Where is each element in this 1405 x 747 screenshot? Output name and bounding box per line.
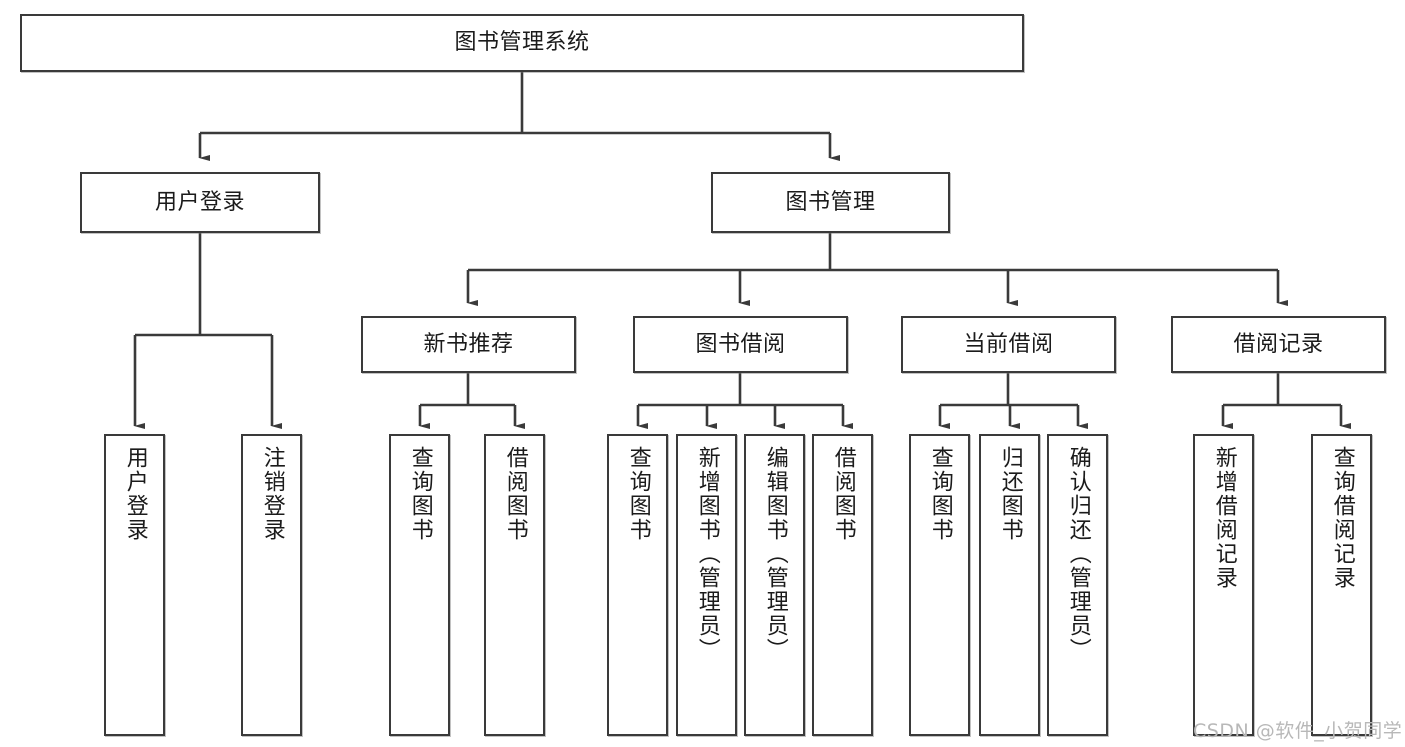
leaf-user-login[interactable]: 用户登录 — [104, 434, 165, 736]
node-root-label: 图书管理系统 — [454, 30, 590, 56]
node-book-manage[interactable]: 图书管理 — [711, 172, 950, 233]
leaf-borrow-book-2-label: 借阅图书 — [830, 446, 856, 542]
leaf-add-borrow-record[interactable]: 新增借阅记录 — [1193, 434, 1254, 736]
leaf-confirm-return[interactable]: 确认归还（管理员） — [1047, 434, 1108, 736]
leaf-logout-login[interactable]: 注销登录 — [241, 434, 302, 736]
node-new-book-recommend-label: 新书推荐 — [423, 331, 514, 357]
leaf-query-book-1-label: 查询图书 — [407, 446, 433, 542]
node-user-login-label: 用户登录 — [154, 189, 245, 215]
leaf-add-book-label: 新增图书（管理员） — [694, 446, 720, 662]
node-book-manage-label: 图书管理 — [785, 189, 876, 215]
leaf-query-book-1[interactable]: 查询图书 — [389, 434, 450, 736]
node-current-borrow[interactable]: 当前借阅 — [901, 316, 1116, 373]
leaf-edit-book[interactable]: 编辑图书（管理员） — [744, 434, 805, 736]
leaf-user-login-label: 用户登录 — [122, 446, 148, 542]
leaf-return-book-label: 归还图书 — [997, 446, 1023, 542]
node-root[interactable]: 图书管理系统 — [20, 14, 1024, 72]
leaf-query-book-3-label: 查询图书 — [927, 446, 953, 542]
node-book-borrow[interactable]: 图书借阅 — [633, 316, 848, 373]
node-user-login[interactable]: 用户登录 — [80, 172, 320, 233]
node-borrow-record-label: 借阅记录 — [1233, 331, 1324, 357]
leaf-logout-login-label: 注销登录 — [259, 446, 285, 542]
node-borrow-record[interactable]: 借阅记录 — [1171, 316, 1386, 373]
leaf-borrow-book-2[interactable]: 借阅图书 — [812, 434, 873, 736]
leaf-return-book[interactable]: 归还图书 — [979, 434, 1040, 736]
leaf-query-book-2-label: 查询图书 — [625, 446, 651, 542]
leaf-add-borrow-record-label: 新增借阅记录 — [1211, 446, 1237, 590]
leaf-query-book-2[interactable]: 查询图书 — [607, 434, 668, 736]
leaf-confirm-return-label: 确认归还（管理员） — [1065, 446, 1091, 662]
leaf-borrow-book-1-label: 借阅图书 — [502, 446, 528, 542]
leaf-query-borrow-record-label: 查询借阅记录 — [1329, 446, 1355, 590]
node-current-borrow-label: 当前借阅 — [963, 331, 1054, 357]
leaf-borrow-book-1[interactable]: 借阅图书 — [484, 434, 545, 736]
leaf-query-book-3[interactable]: 查询图书 — [909, 434, 970, 736]
node-book-borrow-label: 图书借阅 — [695, 331, 786, 357]
leaf-edit-book-label: 编辑图书（管理员） — [762, 446, 788, 662]
leaf-query-borrow-record[interactable]: 查询借阅记录 — [1311, 434, 1372, 736]
leaf-add-book[interactable]: 新增图书（管理员） — [676, 434, 737, 736]
node-new-book-recommend[interactable]: 新书推荐 — [361, 316, 576, 373]
